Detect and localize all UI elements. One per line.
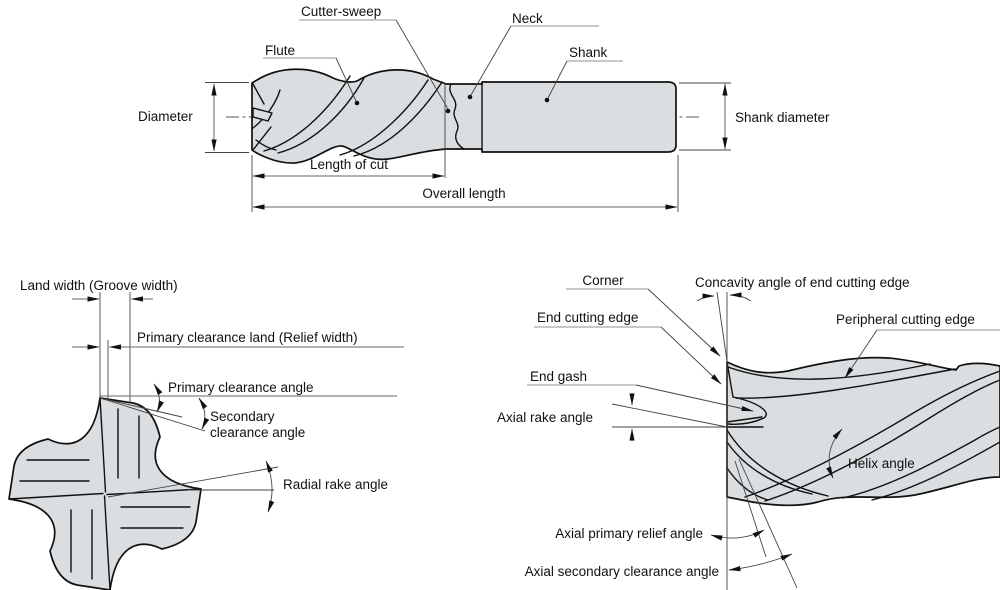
shank-dot <box>544 97 550 103</box>
flute-dot <box>354 100 360 106</box>
end-gash-label: End gash <box>530 369 587 384</box>
shank-diameter-label: Shank diameter <box>735 110 830 125</box>
body-detail-lines <box>252 75 483 178</box>
angle-construction-lines <box>611 291 843 590</box>
land-width-label: Land width (Groove width) <box>20 278 178 293</box>
land-width-dimensions <box>72 292 404 402</box>
helix-angle-label: Helix angle <box>848 456 915 471</box>
concavity-angle-label: Concavity angle of end cutting edge <box>695 275 910 290</box>
cutter-sweep-label: Cutter-sweep <box>301 4 381 19</box>
leader-lines <box>263 19 623 110</box>
leader-lines <box>527 288 1000 412</box>
cross-section-internal-lines <box>8 397 202 590</box>
diameter-label: Diameter <box>138 109 193 124</box>
peripheral-cutting-edge-label: Peripheral cutting edge <box>836 312 975 327</box>
end-cutting-edge-label: End cutting edge <box>537 310 638 325</box>
corner-label: Corner <box>582 273 624 288</box>
side-view-diagram: Corner Concavity angle of end cutting ed… <box>497 273 1000 590</box>
clearance-angle-lines <box>99 383 397 432</box>
cutting-end-body <box>726 356 1000 507</box>
flute-label: Flute <box>265 43 295 58</box>
end-mill-body <box>251 68 677 164</box>
neck-label: Neck <box>512 11 543 26</box>
axial-primary-relief-angle-label: Axial primary relief angle <box>555 526 703 541</box>
radial-rake-angle-label: Radial rake angle <box>283 477 388 492</box>
length-of-cut-label: Length of cut <box>310 157 388 172</box>
cutting-end-details <box>726 361 1000 502</box>
primary-clearance-land-label: Primary clearance land (Relief width) <box>137 330 358 345</box>
axial-rake-angle-label: Axial rake angle <box>497 410 593 425</box>
neck-dot <box>467 94 473 100</box>
cross-section-body <box>8 397 202 590</box>
primary-clearance-angle-label: Primary clearance angle <box>168 380 314 395</box>
cutter-sweep-dot <box>445 108 451 114</box>
end-view-diagram: Land width (Groove width) Primary cleara… <box>8 278 404 590</box>
leader-dots <box>354 94 550 114</box>
secondary-clearance-angle-label-line2: clearance angle <box>210 425 305 440</box>
top-view-diagram: Cutter-sweep Flute Neck Shank Diameter S… <box>138 4 830 212</box>
radial-rake-lines <box>107 460 279 513</box>
overall-length-label: Overall length <box>422 186 505 201</box>
dimension-lines <box>205 82 731 212</box>
secondary-clearance-angle-label-line1: Secondary <box>210 409 275 424</box>
axial-secondary-clearance-angle-label: Axial secondary clearance angle <box>525 564 719 579</box>
shank-label: Shank <box>569 45 608 60</box>
